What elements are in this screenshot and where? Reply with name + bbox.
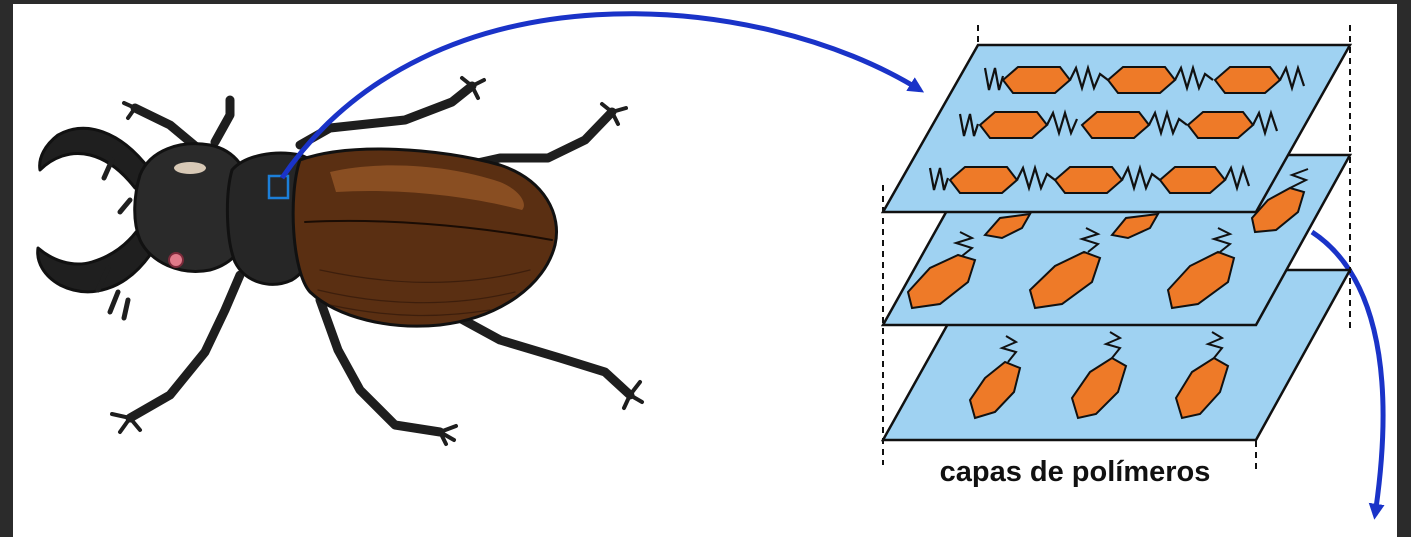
- layers-caption: capas de polímeros: [921, 452, 1229, 492]
- crystal: [1003, 67, 1070, 93]
- crystal: [1108, 67, 1175, 93]
- crystal: [1055, 167, 1122, 193]
- crystal: [980, 112, 1047, 138]
- beetle-eye: [169, 253, 183, 267]
- crystal: [950, 167, 1017, 193]
- crystal: [1082, 112, 1149, 138]
- crystal: [1215, 67, 1280, 93]
- crystal: [1188, 112, 1253, 138]
- crystal: [1160, 167, 1225, 193]
- beetle-head-highlight: [174, 162, 206, 174]
